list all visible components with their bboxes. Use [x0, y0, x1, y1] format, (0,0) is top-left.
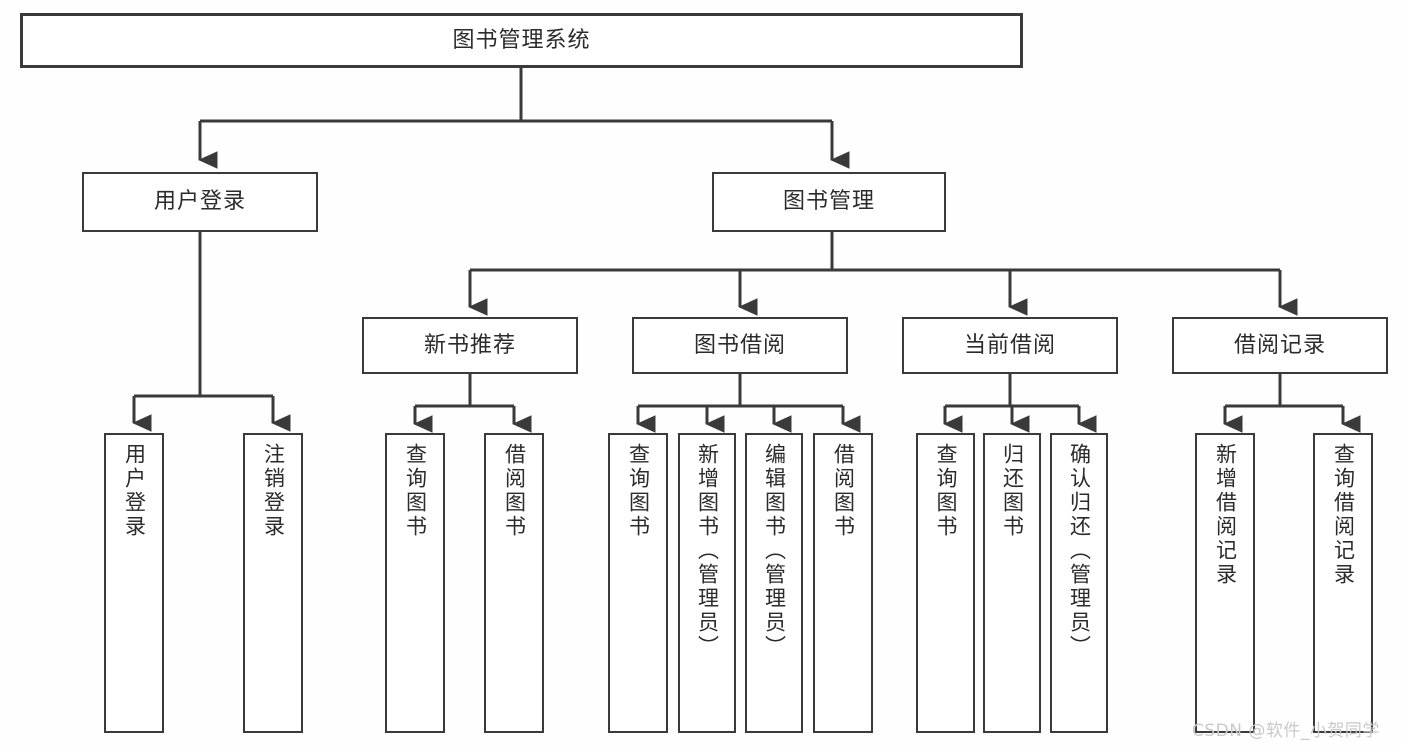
node-root-label: 图书管理系统: [452, 27, 591, 53]
node-leaf-edit-book[interactable]: 编辑图书（管理员）: [745, 433, 803, 733]
node-borrow-record[interactable]: 借阅记录: [1172, 317, 1388, 374]
node-leaf-borrow-book-2[interactable]: 借阅图书: [813, 433, 873, 733]
node-leaf-query-book-1[interactable]: 查询图书: [385, 433, 445, 733]
csdn-watermark: CSDN @软件_小贺同学: [1192, 721, 1380, 741]
node-leaf-query-book-3-label: 查询图书: [934, 443, 959, 539]
node-leaf-query-book-2-label: 查询图书: [626, 443, 651, 539]
node-leaf-query-book-1-label: 查询图书: [403, 443, 428, 539]
node-book-borrow-label: 图书借阅: [693, 332, 786, 358]
node-leaf-query-book-3[interactable]: 查询图书: [916, 433, 975, 733]
node-current-borrow-label: 当前借阅: [963, 332, 1056, 358]
node-leaf-borrow-book-1[interactable]: 借阅图书: [484, 433, 544, 733]
node-book-borrow[interactable]: 图书借阅: [632, 317, 848, 374]
node-leaf-logout[interactable]: 注销登录: [243, 433, 303, 733]
node-book-manage[interactable]: 图书管理: [712, 172, 946, 232]
node-leaf-add-book-label: 新增图书（管理员）: [695, 443, 720, 659]
node-leaf-user-login-label: 用户登录: [122, 443, 147, 539]
node-borrow-record-label: 借阅记录: [1233, 332, 1326, 358]
node-user-login[interactable]: 用户登录: [82, 172, 318, 232]
node-book-manage-label: 图书管理: [782, 189, 875, 215]
node-leaf-query-book-2[interactable]: 查询图书: [608, 433, 668, 733]
node-new-book-recommend-label: 新书推荐: [423, 332, 516, 358]
node-new-book-recommend[interactable]: 新书推荐: [362, 317, 578, 374]
node-leaf-query-record-label: 查询借阅记录: [1331, 443, 1356, 587]
node-leaf-add-book[interactable]: 新增图书（管理员）: [678, 433, 736, 733]
node-leaf-return-book-label: 归还图书: [1000, 443, 1025, 539]
node-leaf-add-record-label: 新增借阅记录: [1213, 443, 1238, 587]
node-leaf-edit-book-label: 编辑图书（管理员）: [762, 443, 787, 659]
node-leaf-borrow-book-1-label: 借阅图书: [502, 443, 527, 539]
node-current-borrow[interactable]: 当前借阅: [902, 317, 1118, 374]
node-leaf-borrow-book-2-label: 借阅图书: [831, 443, 856, 539]
node-leaf-confirm-return-label: 确认归还（管理员）: [1067, 443, 1092, 659]
node-leaf-query-record[interactable]: 查询借阅记录: [1313, 433, 1373, 733]
node-leaf-confirm-return[interactable]: 确认归还（管理员）: [1050, 433, 1108, 733]
node-leaf-return-book[interactable]: 归还图书: [983, 433, 1041, 733]
node-leaf-logout-label: 注销登录: [261, 443, 286, 539]
node-leaf-user-login[interactable]: 用户登录: [104, 433, 164, 733]
node-root[interactable]: 图书管理系统: [20, 13, 1023, 68]
node-user-login-label: 用户登录: [153, 189, 246, 215]
node-leaf-add-record[interactable]: 新增借阅记录: [1195, 433, 1255, 733]
